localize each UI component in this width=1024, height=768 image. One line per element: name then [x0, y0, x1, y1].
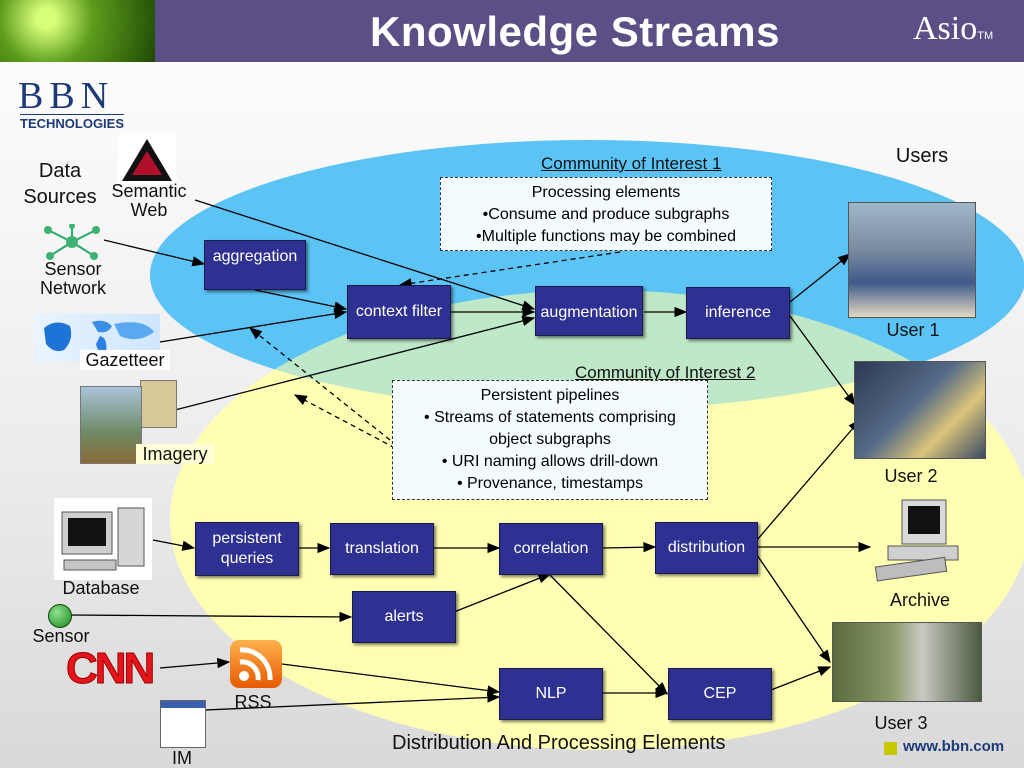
data-sources-label: Data Sources [23, 160, 97, 208]
bbn-url-link[interactable]: www.bbn.com [903, 738, 1005, 755]
header-photo [0, 0, 155, 62]
persistent-queries-box[interactable]: persistent queries [195, 522, 299, 576]
archive-computer-icon [872, 494, 972, 586]
aggregation-box[interactable]: aggregation [204, 240, 306, 290]
footer-caption: Distribution And Processing Elements [392, 732, 726, 754]
cep-box[interactable]: CEP [668, 668, 772, 720]
archive-label: Archive [889, 590, 951, 610]
page-title: Knowledge Streams [370, 8, 780, 55]
url-square-icon [884, 742, 897, 755]
sensor-network-label: Sensor Network [39, 259, 106, 298]
asio-logo: AsioTM [913, 10, 993, 48]
users-label: Users [895, 145, 949, 167]
context-filter-box[interactable]: context filter [347, 285, 451, 339]
flow-arrows [69, 199, 872, 713]
imagery-map-thumb [140, 380, 177, 428]
imagery-photo-thumb [80, 386, 142, 464]
overlap-region [170, 290, 1024, 410]
database-label: Database [62, 578, 140, 598]
note2-line: • Streams of statements comprising [424, 409, 676, 426]
gazetteer-label: Gazetteer [80, 350, 170, 370]
imagery-label: Imagery [136, 444, 214, 464]
im-label: IM [172, 748, 192, 768]
rss-icon [230, 640, 282, 688]
user3-label: User 3 [874, 713, 928, 733]
user2-photo [854, 361, 986, 459]
database-computer-icon [54, 498, 152, 580]
note1-line: •Multiple functions may be combined [476, 228, 736, 245]
note2-line: • Provenance, timestamps [456, 475, 644, 492]
imagery-photos [80, 380, 177, 464]
user2-label: User 2 [884, 466, 938, 486]
persistent-pipelines-note: Persistent pipelines • Streams of statem… [392, 380, 708, 500]
coi1-label: Community of Interest 1 [541, 154, 722, 173]
note2-line: object subgraphs [489, 431, 611, 448]
coi2-label: Community of Interest 2 [575, 363, 756, 382]
user1-label: User 1 [886, 320, 940, 340]
inference-box[interactable]: inference [686, 287, 790, 339]
user3-photo [832, 622, 982, 702]
user1-photo [848, 202, 976, 318]
rss-label: RSS [234, 692, 272, 712]
correlation-box[interactable]: correlation [499, 523, 603, 575]
cnn-logo: CNN [66, 644, 156, 693]
asio-logo-text: Asio [913, 10, 978, 47]
processing-elements-note: Processing elements •Consume and produce… [440, 177, 772, 251]
note1-line: Processing elements [531, 184, 681, 201]
sensor-label: Sensor [32, 626, 90, 646]
im-window-titlebar [161, 701, 205, 708]
bbn-logo: BBN [18, 75, 115, 117]
augmentation-box[interactable]: augmentation [535, 286, 643, 336]
alerts-box[interactable]: alerts [352, 591, 456, 643]
asio-trademark: TM [977, 30, 994, 42]
semantic-web-icon [118, 135, 176, 185]
im-window-icon [160, 700, 206, 748]
bbn-logo-sub: TECHNOLOGIES [20, 114, 125, 131]
semantic-web-label: Semantic Web [111, 181, 187, 220]
sensor-network-icon [40, 223, 104, 262]
note1-line: •Consume and produce subgraphs [482, 206, 730, 223]
translation-box[interactable]: translation [330, 523, 434, 575]
header-bar [0, 0, 1024, 62]
nlp-box[interactable]: NLP [499, 668, 603, 720]
note2-line: Persistent pipelines [480, 387, 620, 404]
note2-line: • URI naming allows drill-down [441, 453, 659, 470]
distribution-box[interactable]: distribution [655, 522, 758, 574]
sensor-icon [48, 604, 72, 628]
dashed-arrows [248, 251, 621, 449]
